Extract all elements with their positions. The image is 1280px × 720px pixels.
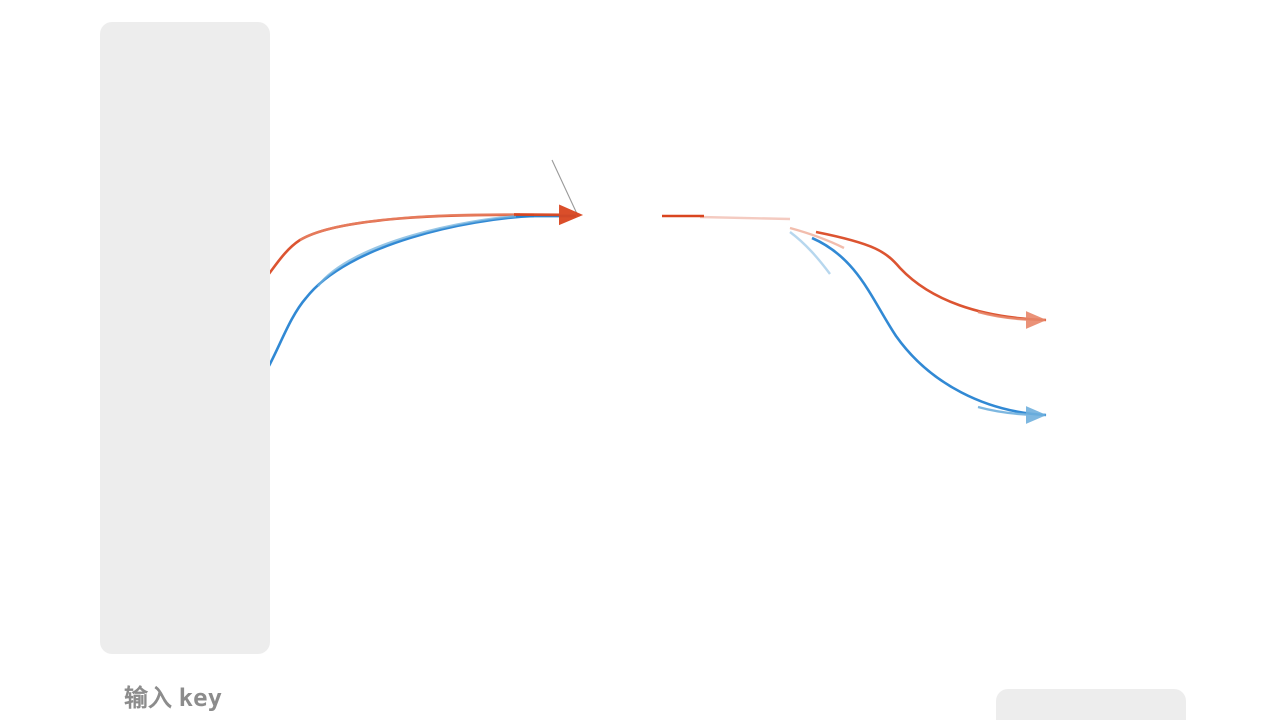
output-panel [996,689,1186,720]
input-panel-title-mono: key [178,684,223,712]
input-panel-title: 输入 key [124,678,1280,713]
input-panel [100,22,270,654]
input-panel-title-cn: 输入 [124,685,172,712]
